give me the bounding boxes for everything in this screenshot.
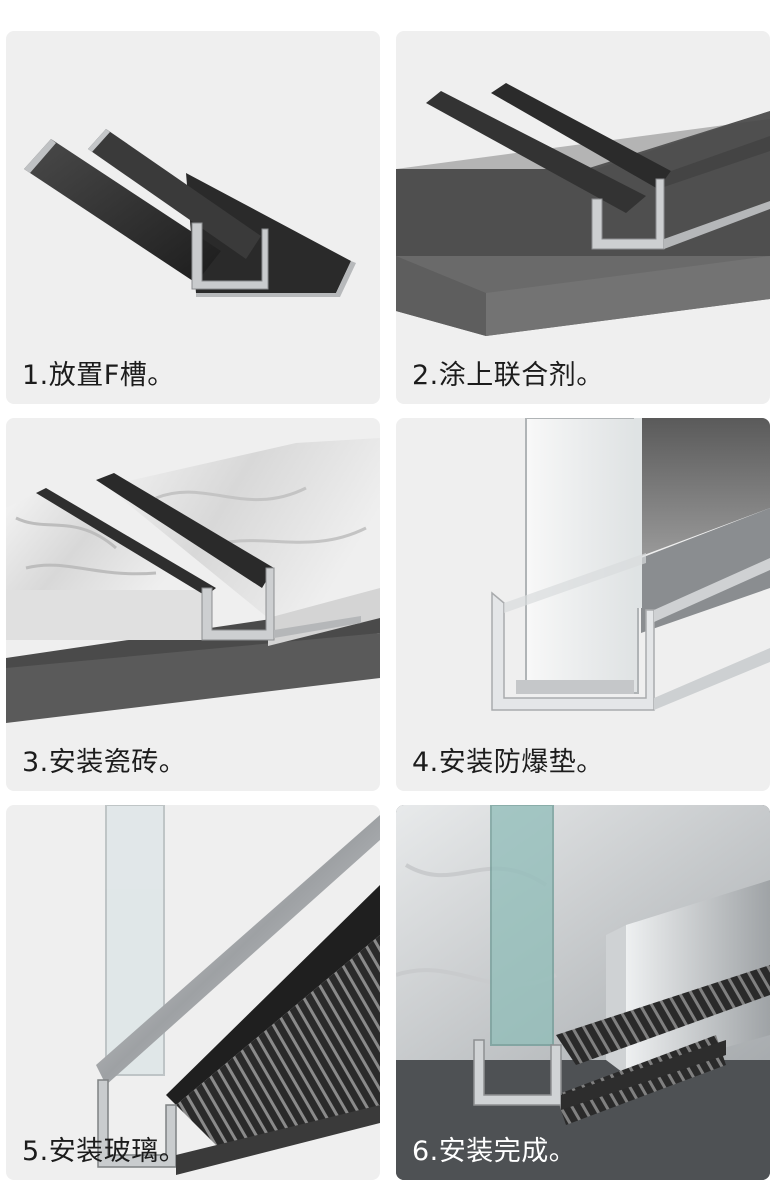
glass-illustration: [96, 805, 380, 1175]
step-4-card: 4.安装防爆垫。: [396, 418, 770, 791]
step-1-card: 1.放置F槽。: [6, 31, 380, 404]
step-6-caption: 6.安装完成。: [412, 1136, 577, 1167]
tile-illustration: [6, 438, 380, 723]
step-5-caption: 5.安装玻璃。: [22, 1136, 187, 1167]
step-3-card: 3.安装瓷砖。: [6, 418, 380, 791]
f-channel-illustration: [24, 129, 356, 297]
step-3-caption: 3.安装瓷砖。: [22, 747, 187, 778]
pad-illustration: [491, 418, 770, 711]
step-4-caption: 4.安装防爆垫。: [412, 747, 604, 778]
step-5-card: 5.安装玻璃。: [6, 805, 380, 1180]
step-2-card: 2.涂上联合剂。: [396, 31, 770, 404]
complete-illustration: [396, 805, 770, 1180]
step-2-caption: 2.涂上联合剂。: [412, 360, 604, 391]
step-1-caption: 1.放置F槽。: [22, 360, 175, 391]
adhesive-illustration: [396, 83, 770, 336]
step-6-card: 6.安装完成。: [396, 805, 770, 1180]
